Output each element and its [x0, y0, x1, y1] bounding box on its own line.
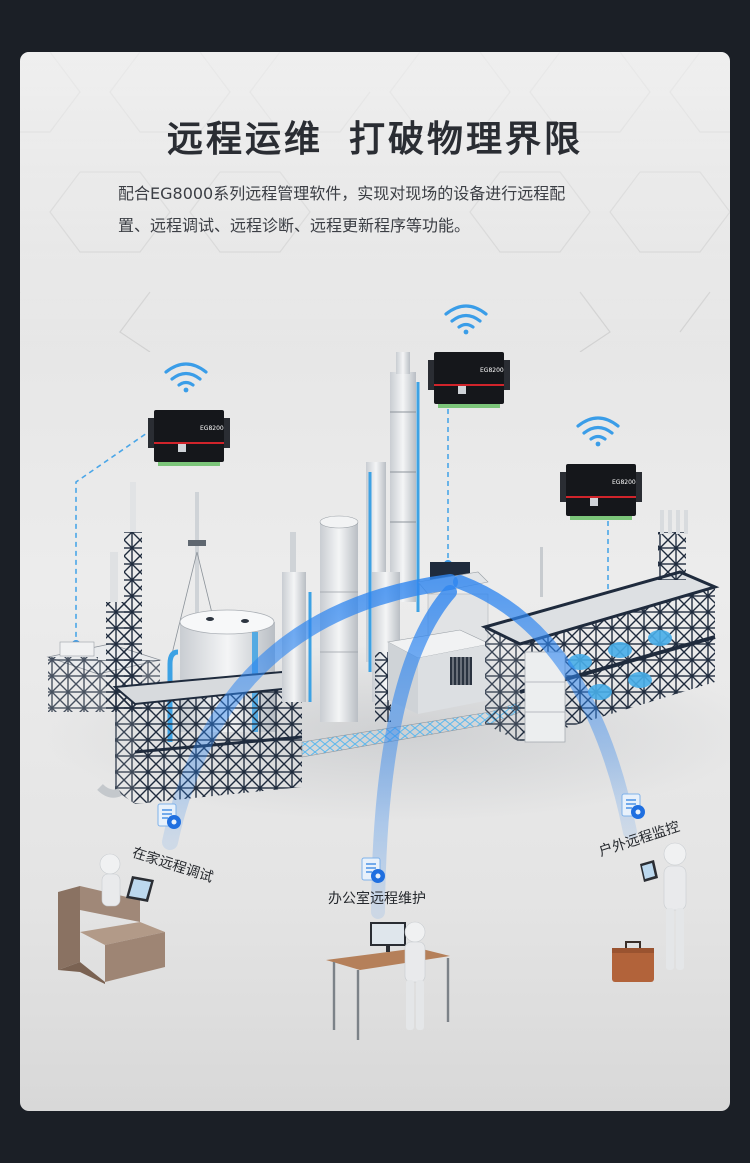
- industrial-scene: EG8200 EG8200 EG8200: [40, 304, 730, 1040]
- title-part-1: 远程运维: [166, 119, 323, 160]
- scenario-label-office: 办公室远程维护: [328, 891, 426, 907]
- home-scene: [58, 853, 165, 984]
- settings-document-icon: [361, 857, 385, 883]
- lattice-tower: [106, 482, 142, 712]
- description-line-1: 配合EG8000系列远程管理软件，实现对现场的设备进行远程配: [118, 184, 566, 203]
- gateway-device-2: EG8200: [428, 304, 510, 408]
- gateway-device-3: EG8200: [560, 416, 642, 520]
- signal-arcs: [162, 574, 637, 919]
- settings-document-icon: [621, 793, 645, 819]
- wifi-icon: [444, 304, 488, 329]
- title-part-2: 打破物理界限: [349, 119, 584, 160]
- gateway-device-1: EG8200: [148, 362, 230, 466]
- device-model: EG8200: [200, 425, 224, 432]
- office-scene: [326, 921, 450, 1040]
- wifi-icon: [164, 362, 208, 387]
- device-model: EG8200: [480, 367, 504, 374]
- feature-card: 远程运维打破物理界限 配合EG8000系列远程管理软件，实现对现场的设备进行远程…: [20, 52, 730, 1111]
- outdoor-scene: [612, 842, 687, 982]
- page-title: 远程运维打破物理界限: [20, 110, 730, 162]
- steel-frame-right: [480, 510, 720, 743]
- wifi-icon: [576, 416, 620, 441]
- description: 配合EG8000系列远程管理软件，实现对现场的设备进行远程配 置、远程调试、远程…: [118, 178, 648, 242]
- description-line-2: 置、远程调试、远程诊断、远程更新程序等功能。: [118, 216, 471, 235]
- hexagon-background: [20, 52, 730, 352]
- device-model: EG8200: [612, 479, 636, 486]
- settings-document-icon: [157, 803, 181, 829]
